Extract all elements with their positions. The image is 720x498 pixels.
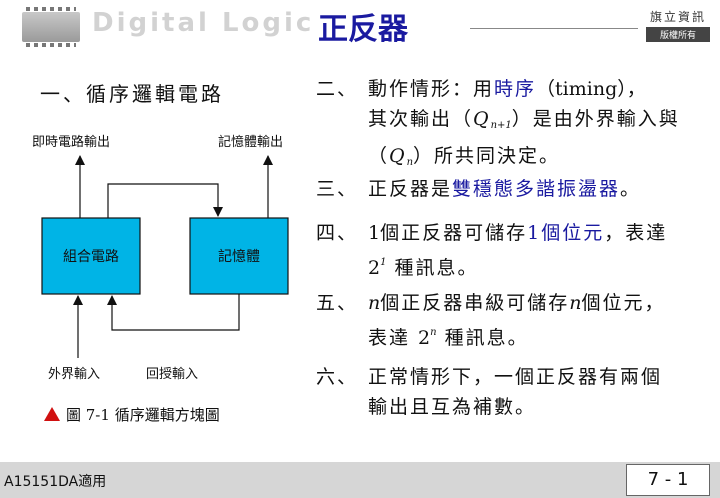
publisher-logo: 旗立資訊 版權所有	[646, 8, 710, 42]
symbol-q: Q	[473, 108, 491, 130]
combinational-circuit-box	[41, 217, 141, 295]
highlight-text: 1個位元	[527, 222, 605, 244]
item-line: （Qn）所共同決定。	[316, 141, 680, 178]
chip-icon	[22, 7, 80, 47]
item-text: 正常情形下，一個正反器有兩個	[368, 366, 663, 388]
superscript: 1	[380, 257, 387, 268]
footer: A15151DA適用 7 - 1	[0, 462, 720, 498]
item-text: 2	[418, 327, 431, 349]
item-text: 正反器是	[368, 178, 453, 200]
symbol-n: n	[569, 292, 582, 314]
figure-caption-text: 圖 7-1 循序邏輯方塊圖	[66, 406, 220, 424]
item-operation: 二、動作情形：用時序（timing）， 其次輸出（Qn+1）是由外界輸入與 （Q…	[316, 74, 680, 178]
item-definition: 三、正反器是雙穩態多諧振盪器。	[316, 174, 641, 204]
item-text: 個正反器串級可儲存	[380, 292, 570, 314]
label-feedback-input: 回授輸入	[146, 367, 198, 382]
item-text: （timing），	[536, 78, 646, 100]
triangle-icon	[44, 407, 60, 421]
item-number: 四、	[316, 222, 359, 244]
sequential-logic-block-diagram: 即時電路輸出 記憶體輸出 組合電路 記憶體 外界輸入 回授輸入	[32, 134, 289, 382]
item-number: 二、	[316, 78, 359, 100]
publisher-rights: 版權所有	[646, 27, 710, 42]
memory-label: 記憶體	[218, 248, 260, 265]
page-number: 7 - 1	[626, 464, 710, 496]
item-number: 三、	[316, 178, 359, 200]
label-immediate-output: 即時電路輸出	[32, 134, 110, 150]
item-storage-n: 五、n個正反器串級可儲存n個位元， 表達 2n 種訊息。	[316, 288, 666, 353]
memory-box	[189, 217, 289, 295]
item-text: 表達	[368, 327, 419, 349]
header: Digital Logic 正反器 旗立資訊 版權所有	[0, 0, 720, 47]
item-text: 個位元，	[581, 292, 666, 314]
item-text: 1	[368, 222, 381, 244]
item-text: 種訊息。	[436, 327, 529, 349]
footer-edition: A15151DA適用	[4, 474, 107, 490]
item-line: 輸出且互為補數。	[368, 396, 537, 418]
arrow-feedback	[107, 294, 240, 331]
item-text: ）所共同決定。	[413, 145, 561, 167]
subscript: n+1	[490, 120, 512, 131]
item-number: 六、	[316, 366, 359, 388]
arrow-combinational-to-memory	[107, 183, 223, 218]
section-heading: 一、循序邏輯電路	[40, 82, 224, 106]
combinational-circuit-label: 組合電路	[63, 249, 119, 265]
item-text: 個正反器可儲存	[380, 222, 528, 244]
item-text: 2	[368, 257, 381, 279]
label-external-input: 外界輸入	[48, 367, 100, 382]
subscript: n	[406, 157, 414, 168]
item-text: 。	[620, 178, 642, 200]
item-line: 21 種訊息。	[316, 248, 667, 283]
highlight-text: 雙穩態多諧振盪器	[452, 178, 621, 200]
label-memory-output: 記憶體輸出	[218, 134, 283, 150]
header-watermark: Digital Logic	[92, 8, 315, 38]
item-line: 其次輸出（Qn+1）是由外界輸入與	[316, 104, 680, 141]
item-text: ，表達	[604, 222, 668, 244]
figure-caption: 圖 7-1 循序邏輯方塊圖	[44, 404, 220, 425]
item-number: 五、	[316, 292, 359, 314]
symbol-n: n	[368, 292, 381, 314]
item-text: （	[368, 145, 390, 167]
publisher-name: 旗立資訊	[649, 10, 706, 24]
item-storage-one: 四、1個正反器可儲存1個位元，表達 21 種訊息。	[316, 218, 667, 283]
highlight-text: 時序	[494, 78, 537, 100]
symbol-q: Q	[389, 145, 407, 167]
item-text: 其次輸出（	[368, 108, 474, 130]
header-divider	[470, 28, 638, 29]
item-line: 表達 2n 種訊息。	[316, 318, 666, 353]
page-title: 正反器	[318, 12, 408, 47]
item-text: ）是由外界輸入與	[511, 108, 680, 130]
item-complement-outputs: 六、正常情形下，一個正反器有兩個 輸出且互為補數。	[316, 362, 662, 422]
superscript: n	[430, 327, 437, 338]
item-text: 動作情形：用	[368, 78, 495, 100]
item-text: 種訊息。	[386, 257, 479, 279]
